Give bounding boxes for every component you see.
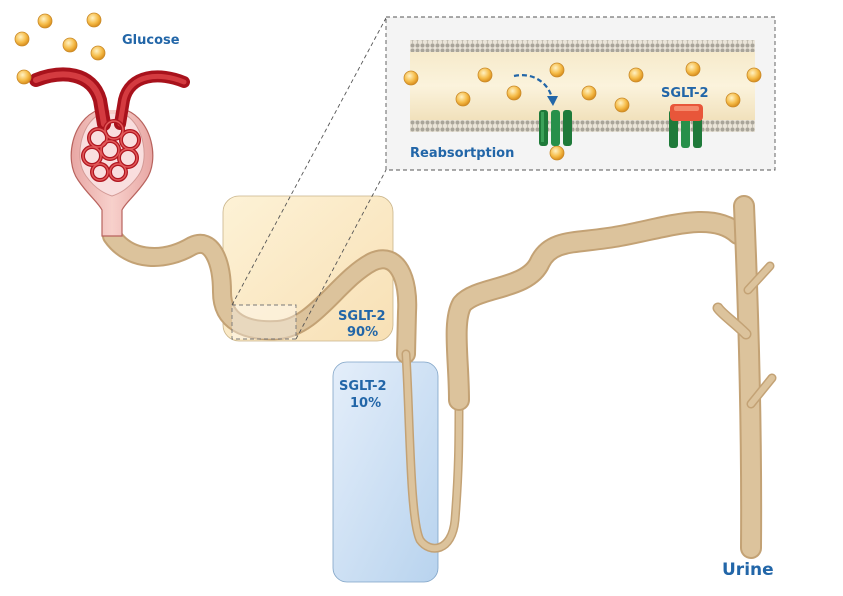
inset-sglt2-label: SGLT-2: [661, 86, 709, 101]
reabsorption-inset: [385, 16, 776, 171]
reabsorption-label: Reabsortption: [410, 146, 514, 161]
arrow-head: [547, 96, 558, 106]
sglt2-90-label: SGLT-2: [338, 309, 386, 324]
glucose-label: Glucose: [122, 33, 180, 48]
sglt2-90-percent: 90%: [347, 325, 378, 340]
sglt2-10-percent: 10%: [350, 396, 381, 411]
sglt2-10-label: SGLT-2: [339, 379, 387, 394]
transport-arrow: [513, 74, 554, 99]
inset-glucose-molecules: [403, 61, 762, 161]
apical-membrane: [410, 40, 755, 52]
sglt2-transporter-active: [539, 110, 572, 146]
urine-label: Urine: [722, 560, 774, 580]
renal-tubule: [102, 195, 777, 559]
distal-tubule: [445, 211, 749, 411]
glomerulus: [29, 67, 190, 237]
basolateral-membrane: [410, 120, 755, 132]
zoom-guide-line: [231, 17, 387, 306]
sglt2-transporter-blocked: [669, 104, 703, 148]
magnified-segment-box: [231, 304, 297, 340]
sglt2-10-zone: [332, 361, 439, 583]
glucose-molecules: [14, 12, 106, 85]
zoom-guide-line: [295, 169, 387, 340]
